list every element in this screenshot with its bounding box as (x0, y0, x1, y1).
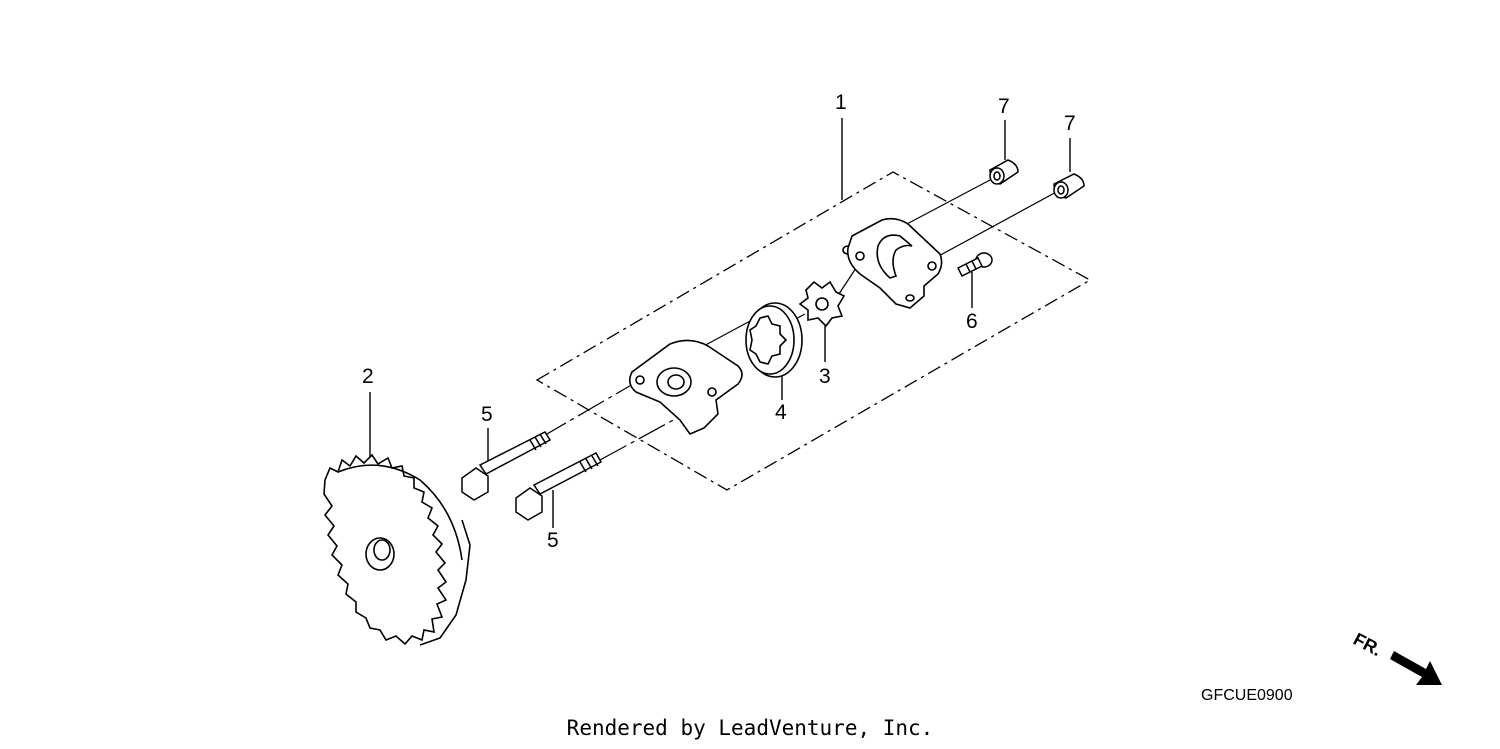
callout-7b: 7 (1064, 112, 1076, 135)
callout-7a: 7 (998, 95, 1010, 118)
inner-rotor-part (798, 280, 846, 328)
gear-part (323, 453, 471, 646)
front-direction-arrow-icon: FR. (1350, 629, 1442, 685)
pump-cover-part (846, 217, 943, 309)
diagram-code: GFCUE0900 (1201, 687, 1293, 704)
callout-5b: 5 (547, 529, 559, 552)
alignment-lines (539, 179, 1061, 461)
callout-6: 6 (966, 310, 978, 333)
assembly-boundary (535, 171, 1092, 491)
callout-2: 2 (362, 365, 374, 388)
callout-3: 3 (819, 365, 831, 388)
bolt-part (461, 431, 603, 521)
pump-body-part (628, 245, 854, 435)
leader-lines (369, 118, 1071, 528)
callout-1: 1 (835, 91, 847, 114)
outer-rotor-part (745, 302, 803, 378)
callout-4: 4 (775, 401, 787, 424)
credit-text: Rendered by LeadVenture, Inc. (566, 716, 934, 740)
front-marker-label: FR. (1350, 629, 1385, 660)
callout-5a: 5 (481, 403, 493, 426)
dowel-pin-part (989, 159, 1085, 199)
screw-part (956, 252, 993, 278)
